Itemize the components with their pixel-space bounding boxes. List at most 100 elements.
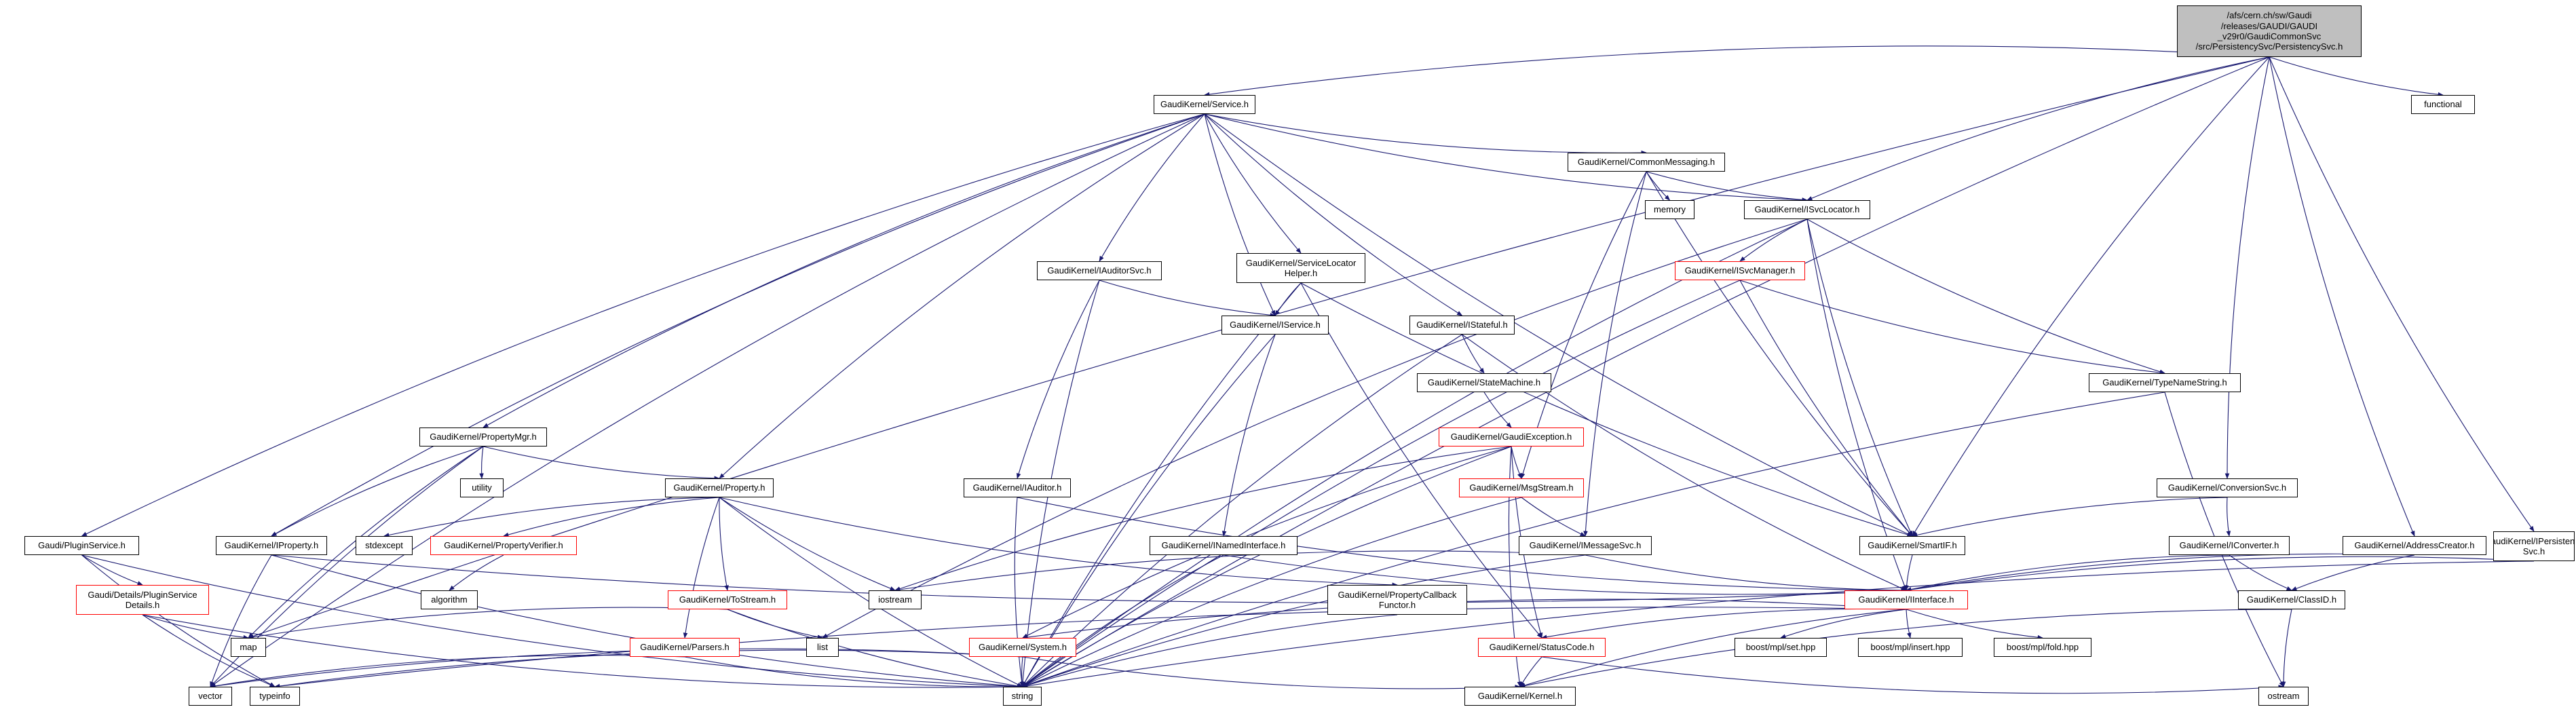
- graph-node-utility[interactable]: utility: [460, 478, 504, 497]
- graph-node-system[interactable]: GaudiKernel/System.h: [969, 638, 1076, 657]
- graph-edge-iproperty-to-vector: [210, 554, 272, 687]
- graph-node-label: GaudiKernel/IProperty.h: [224, 540, 319, 551]
- graph-node-inamedinterface[interactable]: GaudiKernel/INamedInterface.h: [1150, 536, 1298, 555]
- graph-node-parsers[interactable]: GaudiKernel/Parsers.h: [630, 638, 740, 657]
- graph-edge-iconverter-to-classid: [2229, 554, 2292, 591]
- graph-node-gaudiexception[interactable]: GaudiKernel/GaudiException.h: [1439, 428, 1584, 446]
- graph-node-label: GaudiKernel/IConverter.h: [2179, 540, 2279, 551]
- graph-edge-pluginservice-to-typeinfo: [81, 554, 276, 687]
- graph-node-root[interactable]: /afs/cern.ch/sw/Gaudi/releases/GAUDI/GAU…: [2177, 5, 2362, 57]
- graph-node-mpl_fold[interactable]: boost/mpl/fold.hpp: [1994, 638, 2091, 657]
- graph-node-property[interactable]: GaudiKernel/Property.h: [665, 478, 774, 497]
- graph-node-ostream[interactable]: ostream: [2258, 687, 2309, 706]
- graph-edge-isvclocator-to-smartif: [1806, 218, 1913, 537]
- graph-node-label: vector: [198, 691, 223, 702]
- graph-edge-svclochelper-to-iservice: [1274, 282, 1302, 316]
- graph-node-common_messaging[interactable]: GaudiKernel/CommonMessaging.h: [1568, 153, 1725, 172]
- graph-edge-isvclocator-to-string: [1021, 218, 1808, 687]
- graph-edge-isvcmanager-to-smartif: [1739, 280, 1913, 537]
- graph-edge-iauditorsvc-to-iservice: [1099, 280, 1276, 318]
- graph-edge-parsers-to-string: [684, 656, 1023, 689]
- graph-node-list[interactable]: list: [806, 638, 839, 657]
- graph-node-label: GaudiKernel/PropertyMgr.h: [430, 432, 537, 442]
- graph-node-iostream[interactable]: iostream: [869, 590, 922, 609]
- graph-edge-pluginservicedetails-to-string: [142, 614, 1023, 689]
- graph-node-label: functional: [2424, 99, 2462, 110]
- graph-node-ipersistencysvc[interactable]: GaudiKernel/IPersistencySvc.h: [2493, 531, 2575, 561]
- graph-node-mpl_insert[interactable]: boost/mpl/insert.hpp: [1858, 638, 1963, 657]
- graph-edge-service-to-pluginservice: [81, 113, 1205, 537]
- graph-node-pluginservice[interactable]: Gaudi/PluginService.h: [24, 536, 139, 555]
- graph-node-isvcmanager[interactable]: GaudiKernel/ISvcManager.h: [1675, 261, 1805, 280]
- graph-node-label: boost/mpl/fold.hpp: [2006, 642, 2079, 653]
- graph-edge-inamedinterface-to-string: [1021, 554, 1224, 687]
- graph-node-string[interactable]: string: [1003, 687, 1042, 706]
- graph-node-smartif[interactable]: GaudiKernel/SmartIF.h: [1859, 536, 1965, 555]
- graph-node-mpl_set[interactable]: boost/mpl/set.hpp: [1735, 638, 1827, 657]
- graph-node-label: GaudiKernel/ISvcManager.h: [1684, 265, 1796, 276]
- graph-node-propertymgr[interactable]: GaudiKernel/PropertyMgr.h: [419, 428, 547, 446]
- graph-node-propertyverifier[interactable]: GaudiKernel/PropertyVerifier.h: [430, 536, 577, 555]
- graph-node-label: GaudiKernel/MsgStream.h: [1469, 482, 1574, 493]
- graph-node-isvclocator[interactable]: GaudiKernel/ISvcLocator.h: [1744, 200, 1870, 219]
- graph-node-typeinfo[interactable]: typeinfo: [250, 687, 300, 706]
- graph-node-addresscreator[interactable]: GaudiKernel/AddressCreator.h: [2343, 536, 2486, 555]
- graph-node-label: GaudiKernel/Parsers.h: [640, 642, 730, 653]
- graph-edge-pluginservice-to-pluginservicedetails: [81, 554, 143, 586]
- graph-node-statemachine[interactable]: GaudiKernel/StateMachine.h: [1417, 373, 1551, 392]
- graph-node-label: /releases/GAUDI/GAUDI: [2220, 20, 2318, 31]
- graph-node-iproperty[interactable]: GaudiKernel/IProperty.h: [216, 536, 327, 555]
- graph-edge-ipersistencysvc-to-string: [1021, 560, 2535, 689]
- graph-edge-propertymgr-to-property: [482, 446, 720, 481]
- graph-edge-inamedinterface-to-iinterface: [1223, 554, 1907, 595]
- graph-node-label: ostream: [2267, 691, 2300, 702]
- graph-node-iservice[interactable]: GaudiKernel/IService.h: [1221, 316, 1329, 335]
- graph-node-vector[interactable]: vector: [189, 687, 232, 706]
- graph-edge-root-to-smartif: [1912, 56, 2270, 537]
- graph-edge-tostream-to-map: [248, 607, 728, 640]
- graph-node-service[interactable]: GaudiKernel/Service.h: [1154, 95, 1255, 114]
- graph-node-imessagesvc[interactable]: GaudiKernel/IMessageSvc.h: [1519, 536, 1652, 555]
- graph-edge-istateful-to-statemachine: [1461, 334, 1485, 374]
- graph-node-iconverter[interactable]: GaudiKernel/IConverter.h: [2169, 536, 2290, 555]
- graph-node-istateful[interactable]: GaudiKernel/IStateful.h: [1409, 316, 1515, 335]
- graph-node-iauditor[interactable]: GaudiKernel/IAuditor.h: [964, 478, 1071, 497]
- graph-node-kernel[interactable]: GaudiKernel/Kernel.h: [1464, 687, 1576, 706]
- graph-node-functional[interactable]: functional: [2411, 95, 2475, 114]
- graph-edge-root-to-conversionsvc: [2224, 56, 2270, 479]
- graph-edge-conversionsvc-to-iconverter: [2226, 497, 2231, 537]
- graph-node-statuscode[interactable]: GaudiKernel/StatusCode.h: [1478, 638, 1606, 657]
- graph-node-label: GaudiKernel/IInterface.h: [1858, 594, 1954, 605]
- graph-edge-propertyverifier-to-algorithm: [449, 554, 504, 591]
- graph-node-label: GaudiKernel/IPersistency: [2494, 535, 2575, 546]
- graph-edge-iconverter-to-iinterface: [1906, 554, 2230, 592]
- graph-node-typenamestring[interactable]: GaudiKernel/TypeNameString.h: [2089, 373, 2241, 392]
- graph-node-stdexcept[interactable]: stdexcept: [356, 536, 413, 555]
- graph-node-iinterface[interactable]: GaudiKernel/IInterface.h: [1844, 590, 1968, 609]
- graph-edge-common_messaging-to-imessagesvc: [1583, 171, 1647, 537]
- graph-node-conversionsvc[interactable]: GaudiKernel/ConversionSvc.h: [2157, 478, 2298, 497]
- graph-node-label: string: [1011, 691, 1034, 702]
- graph-edge-conversionsvc-to-smartif: [1912, 497, 2228, 537]
- graph-edge-isvcmanager-to-string: [1021, 280, 1741, 687]
- graph-edge-service-to-property: [719, 113, 1205, 479]
- graph-node-map[interactable]: map: [231, 638, 266, 657]
- graph-node-memory[interactable]: memory: [1645, 200, 1694, 219]
- graph-node-iauditorsvc[interactable]: GaudiKernel/IAuditorSvc.h: [1037, 261, 1162, 280]
- graph-node-label: GaudiKernel/ISvcLocator.h: [1754, 204, 1860, 215]
- graph-node-label: GaudiKernel/StatusCode.h: [1489, 642, 1595, 653]
- graph-edge-root-to-addresscreator: [2269, 56, 2415, 537]
- graph-node-tostream[interactable]: GaudiKernel/ToStream.h: [668, 590, 787, 609]
- graph-node-algorithm[interactable]: algorithm: [421, 590, 478, 609]
- graph-edge-iinterface-to-typeinfo: [274, 607, 1907, 689]
- graph-node-classid[interactable]: GaudiKernel/ClassID.h: [2238, 590, 2345, 609]
- graph-edge-isvcmanager-to-typenamestring: [1739, 280, 2165, 375]
- graph-edge-isvclocator-to-isvcmanager: [1739, 218, 1808, 262]
- graph-node-label: GaudiKernel/StateMachine.h: [1427, 377, 1541, 388]
- graph-node-msgstream[interactable]: GaudiKernel/MsgStream.h: [1459, 478, 1584, 497]
